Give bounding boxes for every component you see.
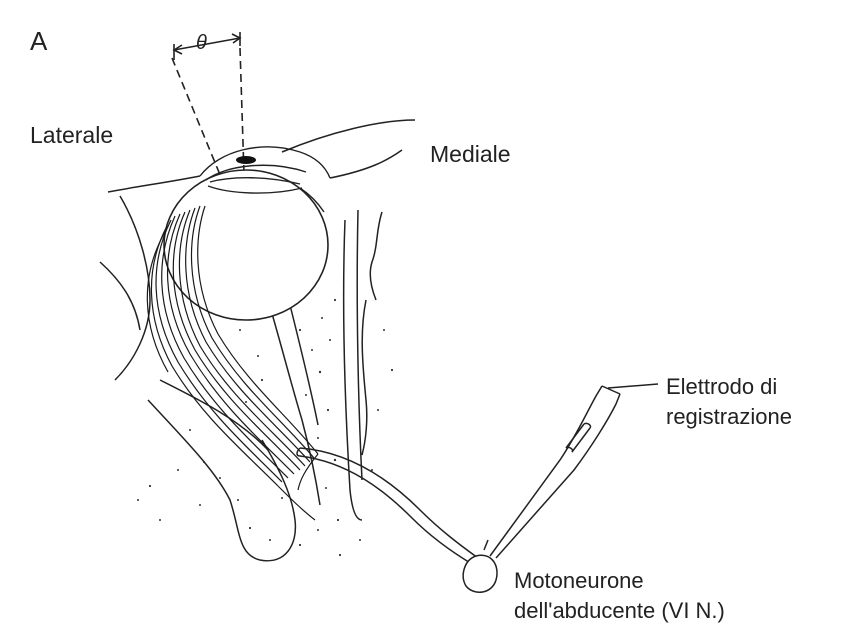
tissue-stipple: [137, 299, 393, 556]
lateral-label: Laterale: [30, 122, 113, 149]
recording-electrode: [490, 384, 658, 558]
pupil-icon: [236, 156, 256, 164]
angle-theta-label: θ: [196, 32, 207, 55]
abducens-motoneuron-label-line2: dell'abducente (VI N.): [514, 596, 725, 626]
abducens-nerve: [297, 448, 478, 564]
medial-label: Mediale: [430, 141, 511, 168]
panel-letter: A: [30, 26, 47, 57]
motoneuron-soma: [463, 540, 497, 592]
abducens-motoneuron-label: Motoneurone dell'abducente (VI N.): [514, 566, 725, 626]
recording-electrode-label: Elettrodo di registrazione: [666, 372, 792, 432]
abducens-motoneuron-label-line1: Motoneurone: [514, 566, 725, 596]
recording-electrode-label-line1: Elettrodo di: [666, 372, 792, 402]
recording-electrode-label-line2: registrazione: [666, 402, 792, 432]
